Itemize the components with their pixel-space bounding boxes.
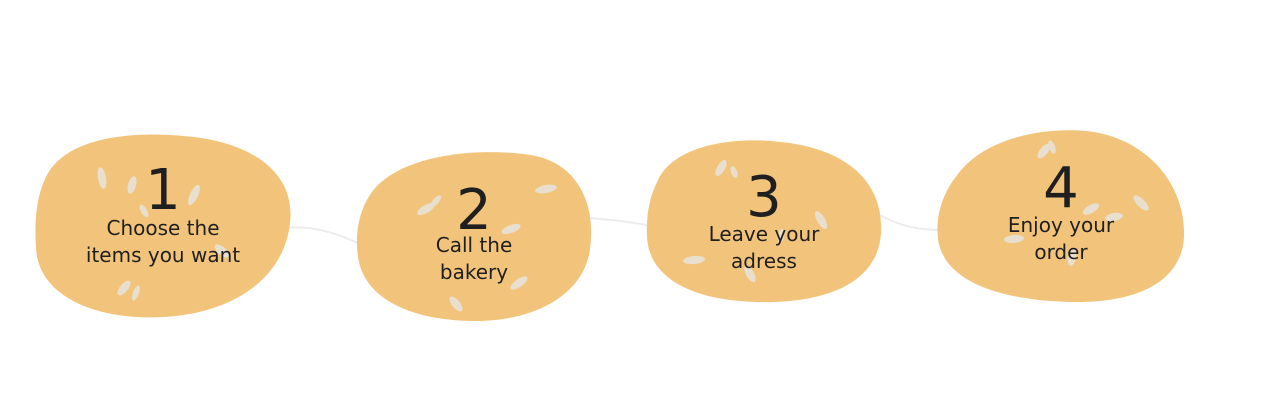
step-1-caption-line1: Choose the xyxy=(106,216,220,240)
step-4-caption-line2: order xyxy=(1034,240,1088,264)
step-3-caption: Leave your adress xyxy=(646,221,882,275)
blob-shape-1 xyxy=(35,134,291,318)
step-2-caption: Call the bakery xyxy=(356,232,592,286)
step-2-number: 2 xyxy=(456,178,492,243)
step-3-number: 3 xyxy=(746,165,782,230)
step-3-card: 3 Leave your adress xyxy=(646,138,882,303)
step-1-number: 1 xyxy=(145,158,181,223)
step-4-caption: Enjoy your order xyxy=(936,212,1186,266)
step-2-card: 2 Call the bakery xyxy=(356,149,592,322)
connector-3-4 xyxy=(877,213,941,231)
step-3-caption-line2: adress xyxy=(731,249,797,273)
step-4-number: 4 xyxy=(1043,156,1079,221)
blob-shape-4 xyxy=(937,130,1185,303)
step-3-caption-line1: Leave your xyxy=(708,222,820,246)
blob-shape-3 xyxy=(646,140,882,303)
step-1-caption-line2: items you want xyxy=(85,243,241,267)
step-2-caption-line2: bakery xyxy=(439,260,509,284)
step-2-caption-line1: Call the xyxy=(435,233,513,257)
connector-1-2 xyxy=(285,226,361,245)
connector-2-3 xyxy=(587,217,653,227)
step-1-card: 1 Choose the items you want xyxy=(34,133,292,318)
step-1-caption: Choose the items you want xyxy=(34,215,292,269)
blob-shape-2 xyxy=(356,152,592,322)
step-4-caption-line1: Enjoy your xyxy=(1007,213,1115,237)
step-4-card: 4 Enjoy your order xyxy=(936,129,1186,303)
